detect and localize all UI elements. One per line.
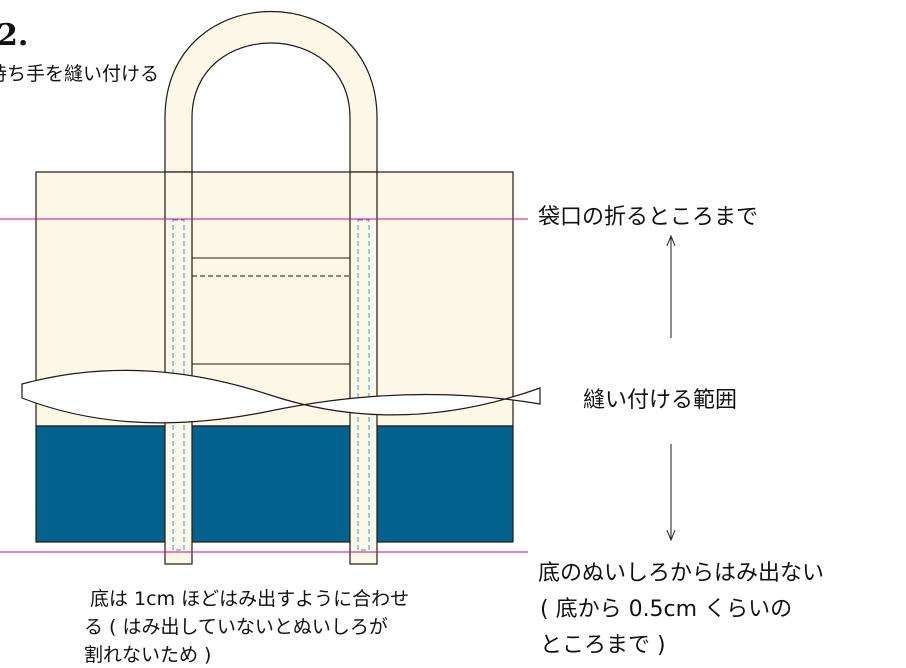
wavy-break xyxy=(21,369,541,424)
handle-arch xyxy=(164,11,378,173)
note-bottom-1: 底は 1cm ほどはみ出すように合わせ xyxy=(90,588,409,610)
step-number: 2. xyxy=(0,18,28,53)
step-title: 持ち手を縫い付ける xyxy=(0,63,159,85)
handle-strap-right xyxy=(349,171,378,565)
pocket xyxy=(192,257,350,365)
label-top-limit: 袋口の折るところまで xyxy=(538,205,758,230)
stitch-outline-right xyxy=(357,219,370,551)
label-bottom-limit-3: ところまで ) xyxy=(540,633,666,658)
range-arrow-down xyxy=(666,444,676,542)
note-bottom-2: る ( はみ出していないとぬいしろが xyxy=(84,616,388,638)
label-range: 縫い付ける範囲 xyxy=(583,388,737,413)
bag-bottom xyxy=(35,425,514,543)
label-bottom-limit-1: 底のぬいしろからはみ出ない xyxy=(538,561,824,586)
label-bottom-limit-2: ( 底から 0.5cm くらいの xyxy=(540,597,792,622)
handle-strap-left xyxy=(164,171,193,565)
range-arrow-up xyxy=(666,234,676,338)
note-bottom-3: 割れないため ) xyxy=(84,644,211,666)
